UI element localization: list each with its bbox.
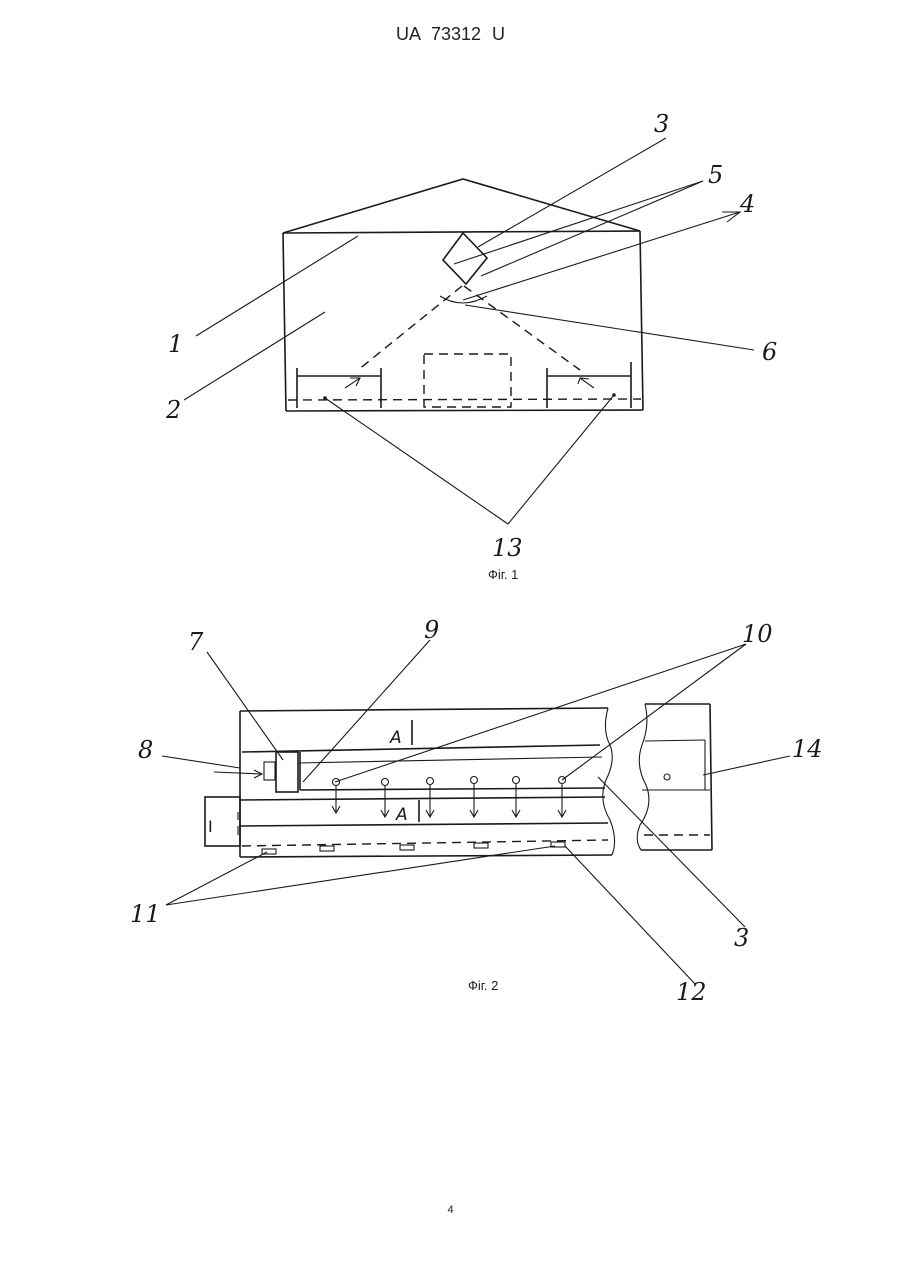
- leader-4: [463, 212, 740, 300]
- fig1-label-13: 13: [492, 534, 523, 562]
- lamp-diamond: [443, 233, 487, 284]
- slot: [474, 843, 488, 848]
- leader-13a: [325, 398, 508, 524]
- leader-10b: [562, 644, 746, 780]
- block-7: [276, 752, 298, 792]
- right-piece-nozzle: [664, 774, 670, 780]
- leader-5b: [481, 181, 703, 276]
- fig2-label-9: 9: [424, 616, 439, 644]
- fig1-label-6: 6: [762, 338, 777, 366]
- leader-11b: [166, 846, 555, 905]
- fig2-label-11: 11: [130, 900, 161, 928]
- leader-5a: [454, 181, 703, 264]
- fig1-label-3: 3: [654, 110, 669, 138]
- fig2-label-8: 8: [138, 736, 153, 764]
- right-piece-right: [710, 704, 712, 850]
- section-mark-top: A: [389, 728, 402, 748]
- roof-outline: [283, 179, 640, 233]
- light-beam-left: [358, 286, 462, 370]
- fig2-label-14: 14: [792, 735, 823, 763]
- fig1-label-2: 2: [165, 396, 181, 424]
- leader-2: [184, 312, 325, 400]
- body-bottom: [240, 855, 612, 857]
- slot: [400, 845, 414, 850]
- figure-1-caption: Фіг. 1: [488, 567, 518, 582]
- central-dashed-box: [424, 354, 511, 407]
- nozzle: [471, 777, 478, 784]
- leader-12: [565, 846, 696, 985]
- fig2-label-3: 3: [734, 924, 749, 952]
- nozzle: [382, 779, 389, 786]
- dashed-floor-line: [288, 399, 641, 400]
- inlet-arrow: [214, 772, 262, 774]
- fig1-label-1: 1: [168, 330, 183, 358]
- floor-line: [286, 410, 643, 411]
- break-edge-left: [603, 708, 615, 855]
- fig2-label-7: 7: [188, 628, 204, 656]
- figure-1: 1 2 3 5 4 6 13: [165, 110, 777, 562]
- slot: [320, 846, 334, 851]
- side-mark: I: [208, 817, 213, 836]
- leader-13b-dot: [612, 393, 616, 397]
- fig2-label-12: 12: [676, 978, 707, 1006]
- nozzle-row: [332, 777, 566, 818]
- channel-top: [242, 745, 600, 752]
- fig1-label-5: 5: [708, 161, 723, 189]
- light-beam-right: [464, 286, 580, 370]
- right-piece-rail-a: [645, 740, 705, 741]
- fig2-label-10: 10: [742, 620, 773, 648]
- break-edge-right: [637, 704, 649, 850]
- page-number: 4: [0, 1204, 901, 1216]
- leader-7: [207, 652, 283, 760]
- channel-pipe: [298, 757, 602, 763]
- leader-14: [703, 756, 790, 775]
- figure-2: I A A: [130, 616, 823, 1006]
- channel-bottom: [300, 788, 605, 790]
- leader-1: [196, 236, 358, 336]
- section-mark-bottom: A: [395, 805, 408, 825]
- nozzle: [513, 777, 520, 784]
- leader-8: [162, 756, 240, 768]
- dashed-rail: [242, 840, 608, 846]
- leader-6: [465, 305, 754, 350]
- rail-upper: [240, 797, 605, 800]
- element-8-box: [264, 762, 275, 780]
- right-wall: [640, 231, 643, 410]
- figure-2-caption: Фіг. 2: [468, 978, 498, 993]
- rail-lower: [240, 823, 608, 826]
- leader-10a: [335, 644, 746, 782]
- leader-13b: [508, 395, 614, 524]
- right-tray-arrow: [580, 378, 594, 388]
- fig1-label-4: 4: [739, 190, 755, 218]
- leader-13a-dot: [323, 396, 327, 400]
- left-wall: [283, 233, 286, 411]
- nozzle: [427, 778, 434, 785]
